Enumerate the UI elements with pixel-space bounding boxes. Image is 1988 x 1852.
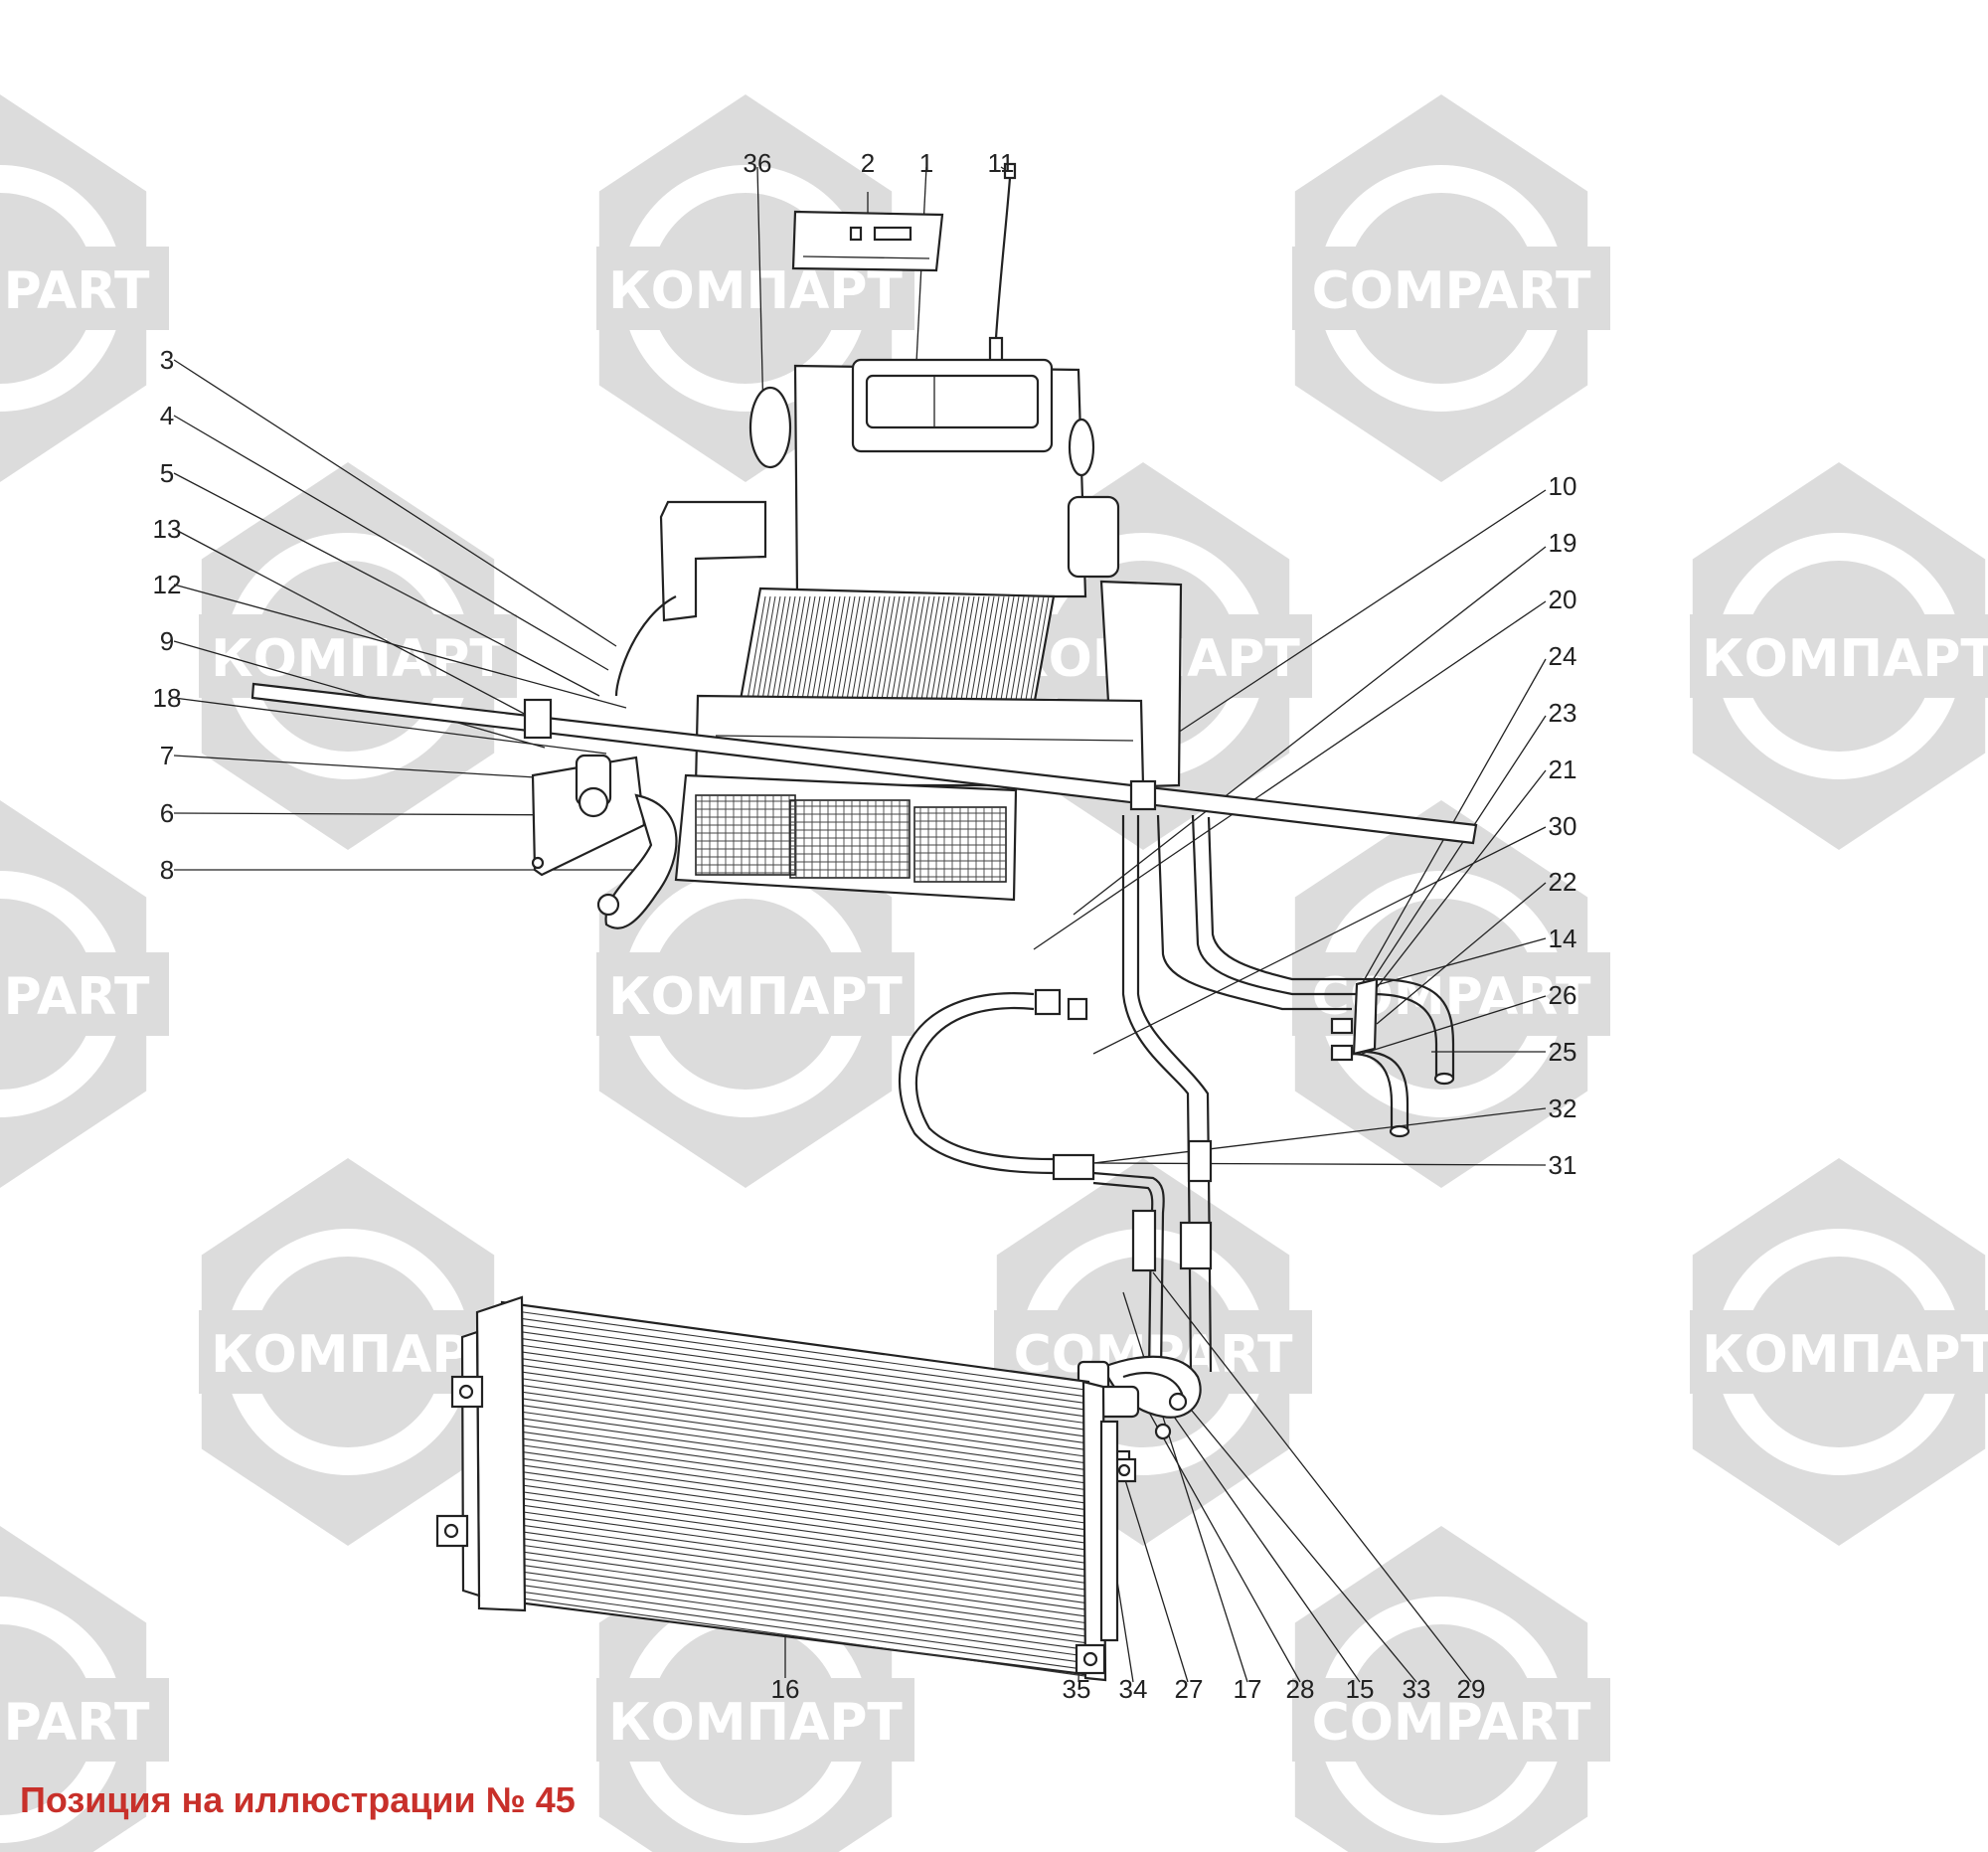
watermark-brand-text: КОМПАРТ: [608, 261, 903, 321]
watermark-brand-text: КОМПАРТ: [211, 1325, 505, 1385]
illustration-position-caption: Позиция на иллюстрации № 45: [20, 1779, 576, 1820]
ac-lines: [899, 814, 1455, 1479]
callout-23: 23: [1549, 698, 1577, 728]
callout-21: 21: [1549, 755, 1577, 784]
callout-27: 27: [1175, 1674, 1204, 1704]
watermark-tile: КОМПАРТ: [1690, 1158, 1988, 1546]
callout-2: 2: [861, 148, 875, 178]
callout-18: 18: [153, 683, 182, 713]
callout-34: 34: [1119, 1674, 1148, 1704]
callout-19: 19: [1549, 528, 1577, 558]
watermark-brand-text: КОМПАРТ: [1702, 1325, 1988, 1385]
watermark-brand-text: КОМПАРТ: [608, 967, 903, 1027]
callout-33: 33: [1403, 1674, 1431, 1704]
core-fins: [746, 595, 1050, 701]
callout-3: 3: [160, 345, 174, 375]
watermark-tile: COMPART: [0, 94, 169, 482]
watermark-brand-text: COMPART: [1312, 1693, 1591, 1753]
callout-10: 10: [1549, 471, 1577, 501]
callout-17: 17: [1234, 1674, 1262, 1704]
callout-26: 26: [1549, 980, 1577, 1010]
callout-12: 12: [153, 570, 182, 599]
callout-35: 35: [1063, 1674, 1091, 1704]
watermark-tile: COMPART: [1292, 1526, 1610, 1852]
callout-16: 16: [771, 1674, 800, 1704]
watermark-tile: КОМПАРТ: [596, 800, 914, 1188]
callout-6: 6: [160, 798, 174, 828]
callout-25: 25: [1549, 1037, 1577, 1067]
callout-13: 13: [153, 514, 182, 544]
watermark-tile: COMPART: [1292, 94, 1610, 482]
watermark-tile: COMPART: [0, 1526, 169, 1852]
callout-4: 4: [160, 401, 174, 430]
callout-5: 5: [160, 458, 174, 488]
callout-11: 11: [988, 148, 1015, 178]
watermark-brand-text: COMPART: [1312, 261, 1591, 321]
cross-beam: [250, 682, 1478, 845]
heater-unit: [531, 358, 1183, 929]
callout-31: 31: [1549, 1150, 1577, 1180]
callout-numbers: 36 2 1 11 3 4 5 13 12 9 18 7 6 8 10 19 2…: [153, 148, 1577, 1704]
callout-7: 7: [160, 741, 174, 770]
condenser-fins: [508, 1309, 1086, 1677]
watermark-tile: КОМПАРТ: [1690, 462, 1988, 850]
callout-15: 15: [1346, 1674, 1375, 1704]
callout-24: 24: [1549, 641, 1577, 671]
watermark-brand-text: COMPART: [0, 261, 150, 321]
callout-28: 28: [1286, 1674, 1315, 1704]
callout-9: 9: [160, 626, 174, 656]
callout-20: 20: [1549, 585, 1577, 614]
callout-29: 29: [1457, 1674, 1486, 1704]
control-panel: [791, 210, 944, 272]
watermark-tile: COMPART: [0, 800, 169, 1188]
callout-32: 32: [1549, 1094, 1577, 1123]
callout-30: 30: [1549, 811, 1577, 841]
watermark-brand-text: КОМПАРТ: [211, 629, 505, 689]
watermark-brand-text: COMPART: [0, 967, 150, 1027]
condenser: [435, 1295, 1137, 1682]
callout-22: 22: [1549, 867, 1577, 897]
callout-8: 8: [160, 855, 174, 885]
watermark-brand-text: COMPART: [0, 1693, 150, 1753]
watermark-tile: КОМПАРТ: [199, 1158, 517, 1546]
watermark-tile: КОМПАРТ: [596, 94, 914, 482]
sensor-cable: [988, 162, 1017, 370]
callout-36: 36: [744, 148, 772, 178]
callout-1: 1: [919, 148, 933, 178]
watermark-brand-text: КОМПАРТ: [608, 1693, 903, 1753]
grille-mesh: [695, 794, 1007, 883]
watermark-brand-text: КОМПАРТ: [1702, 629, 1988, 689]
callout-14: 14: [1549, 924, 1577, 953]
